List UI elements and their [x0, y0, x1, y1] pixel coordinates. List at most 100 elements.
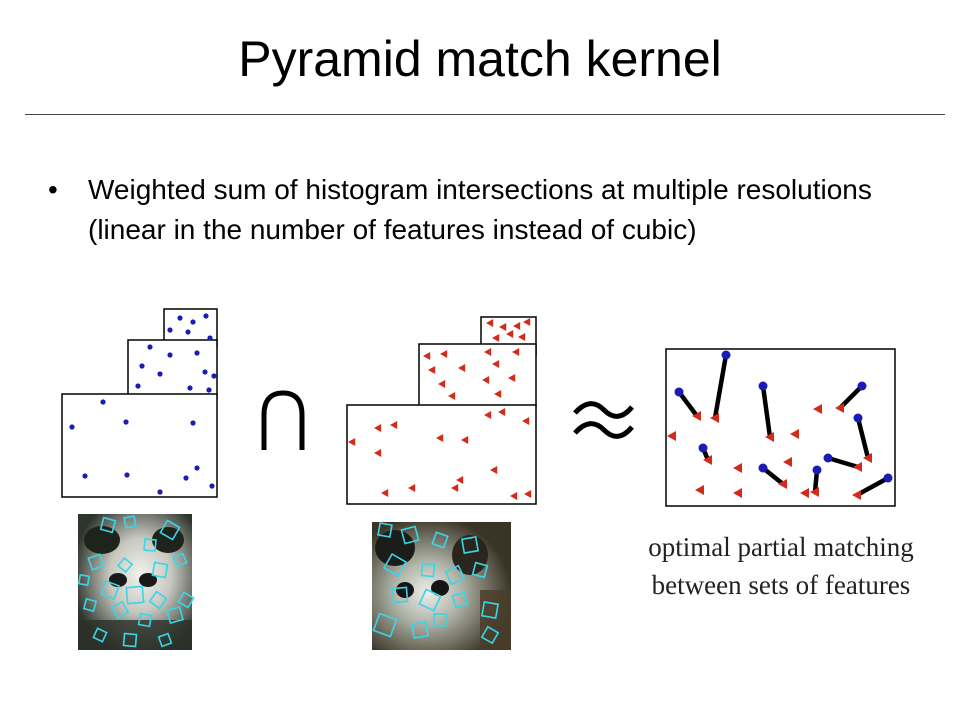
intersection-icon: [261, 390, 305, 450]
feature-point: [374, 424, 382, 432]
feature-point: [194, 350, 200, 356]
descriptor-boxes-right: [372, 522, 500, 645]
feature-point: [423, 352, 431, 360]
feature-point: [123, 419, 129, 425]
feature-point: [428, 366, 436, 374]
feature-point: [835, 403, 844, 413]
feature-points-b: [348, 318, 532, 500]
feature-point: [758, 463, 768, 473]
match-line: [855, 417, 871, 459]
matched-points-b: [667, 403, 872, 500]
descriptor-box: [480, 600, 500, 620]
feature-point: [458, 364, 466, 372]
title-divider: [25, 114, 945, 115]
feature-point: [448, 392, 456, 400]
descriptor-box: [110, 600, 130, 620]
descriptor-box: [116, 556, 134, 574]
descriptor-box: [87, 553, 105, 571]
feature-point: [522, 417, 530, 425]
descriptor-box: [77, 573, 91, 587]
feature-point: [733, 488, 742, 498]
feature-point: [733, 463, 742, 473]
feature-point: [190, 319, 196, 325]
descriptor-box: [157, 632, 173, 648]
feature-point: [209, 483, 215, 489]
descriptor-box: [410, 620, 430, 640]
feature-point: [667, 431, 676, 441]
approx-equal-icon: [573, 401, 634, 439]
pyramid-left-level-1: [127, 339, 218, 399]
feature-point: [778, 479, 787, 489]
feature-point: [813, 404, 822, 414]
panda-photo-right: [372, 522, 511, 650]
feature-point: [190, 420, 196, 426]
descriptor-box: [82, 597, 98, 613]
feature-point: [440, 350, 448, 358]
feature-point: [207, 335, 213, 341]
feature-point: [863, 453, 872, 463]
feature-point: [135, 383, 141, 389]
feature-point: [698, 443, 708, 453]
match-lines: [677, 354, 890, 497]
feature-point: [451, 484, 459, 492]
feature-point: [456, 476, 464, 484]
bullet-icon: •: [48, 174, 58, 205]
descriptor-boxes-left: [77, 515, 195, 648]
feature-point: [692, 411, 701, 421]
feature-point: [185, 329, 191, 335]
descriptor-box: [148, 590, 168, 610]
match-line: [677, 390, 699, 418]
descriptor-box: [172, 552, 188, 568]
feature-point: [499, 323, 507, 331]
descriptor-box: [100, 580, 120, 600]
descriptor-box: [480, 625, 500, 645]
pyramid-left-level-0: [61, 393, 218, 498]
descriptor-box: [391, 586, 409, 604]
feature-point: [490, 466, 498, 474]
feature-point: [438, 380, 446, 388]
descriptor-box: [400, 525, 420, 545]
descriptor-box: [372, 612, 398, 638]
descriptor-box: [431, 531, 449, 549]
feature-point: [703, 455, 712, 465]
feature-point: [494, 390, 502, 398]
feature-point: [390, 421, 398, 429]
feature-point: [812, 465, 822, 475]
feature-point: [758, 381, 768, 391]
feature-point: [853, 413, 863, 423]
feature-points-a: [69, 313, 217, 495]
feature-point: [408, 484, 416, 492]
feature-point: [374, 449, 382, 457]
descriptor-box: [451, 591, 469, 609]
bullet-text: Weighted sum of histogram intersections …: [88, 174, 872, 245]
feature-point: [523, 318, 531, 326]
pyramid-right-level-0: [346, 404, 537, 505]
feature-point: [167, 327, 173, 333]
feature-point: [348, 438, 356, 446]
descriptor-box: [471, 561, 489, 579]
feature-point: [695, 485, 704, 495]
feature-point: [800, 488, 809, 498]
feature-point: [484, 348, 492, 356]
feature-point: [510, 492, 518, 500]
feature-point: [167, 352, 173, 358]
feature-point: [524, 490, 532, 498]
descriptor-box: [420, 562, 436, 578]
match-line: [760, 385, 773, 438]
feature-point: [187, 385, 193, 391]
pyramid-left: [61, 308, 218, 498]
feature-point: [194, 465, 200, 471]
feature-point: [69, 424, 75, 430]
descriptor-box: [99, 516, 117, 534]
feature-point: [100, 399, 106, 405]
feature-point: [482, 376, 490, 384]
descriptor-box: [143, 538, 157, 552]
feature-point: [810, 487, 819, 497]
feature-point: [512, 348, 520, 356]
feature-point: [498, 408, 506, 416]
match-line: [712, 354, 729, 419]
feature-point: [721, 350, 731, 360]
feature-point: [436, 434, 444, 442]
feature-point: [206, 387, 212, 393]
feature-point: [823, 453, 833, 463]
